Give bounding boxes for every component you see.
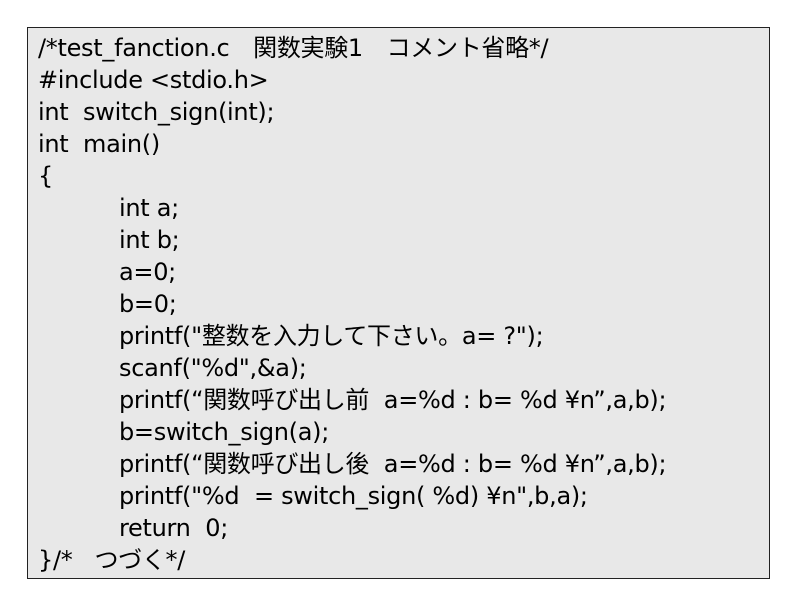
code-line: return 0; [119,514,228,542]
code-line: { [38,162,53,190]
code-listing: /*test_fanction.c 関数実験1 コメント省略*/ #include… [38,32,769,576]
code-line: printf(“関数呼び出し後 a=%d : b= %d ¥n”,a,b); [119,450,667,478]
code-line: }/* つづく*/ [38,546,186,574]
code-line: scanf("%d",&a); [119,354,307,382]
code-line: #include <stdio.h> [38,66,269,94]
code-line: a=0; [119,258,176,286]
code-box: /*test_fanction.c 関数実験1 コメント省略*/ #include… [27,27,770,579]
code-line: int main() [38,130,160,158]
code-line: b=switch_sign(a); [119,418,329,446]
code-line: printf(“関数呼び出し前 a=%d : b= %d ¥n”,a,b); [119,386,667,414]
code-line: b=0; [119,290,177,318]
code-line: int b; [119,226,180,254]
code-line: int switch_sign(int); [38,98,275,126]
code-line: /*test_fanction.c 関数実験1 コメント省略*/ [38,34,549,62]
code-line: printf("%d = switch_sign( %d) ¥n",b,a); [119,482,588,510]
code-line: int a; [119,194,179,222]
code-line: printf("整数を入力して下さい。a= ?"); [119,322,544,350]
